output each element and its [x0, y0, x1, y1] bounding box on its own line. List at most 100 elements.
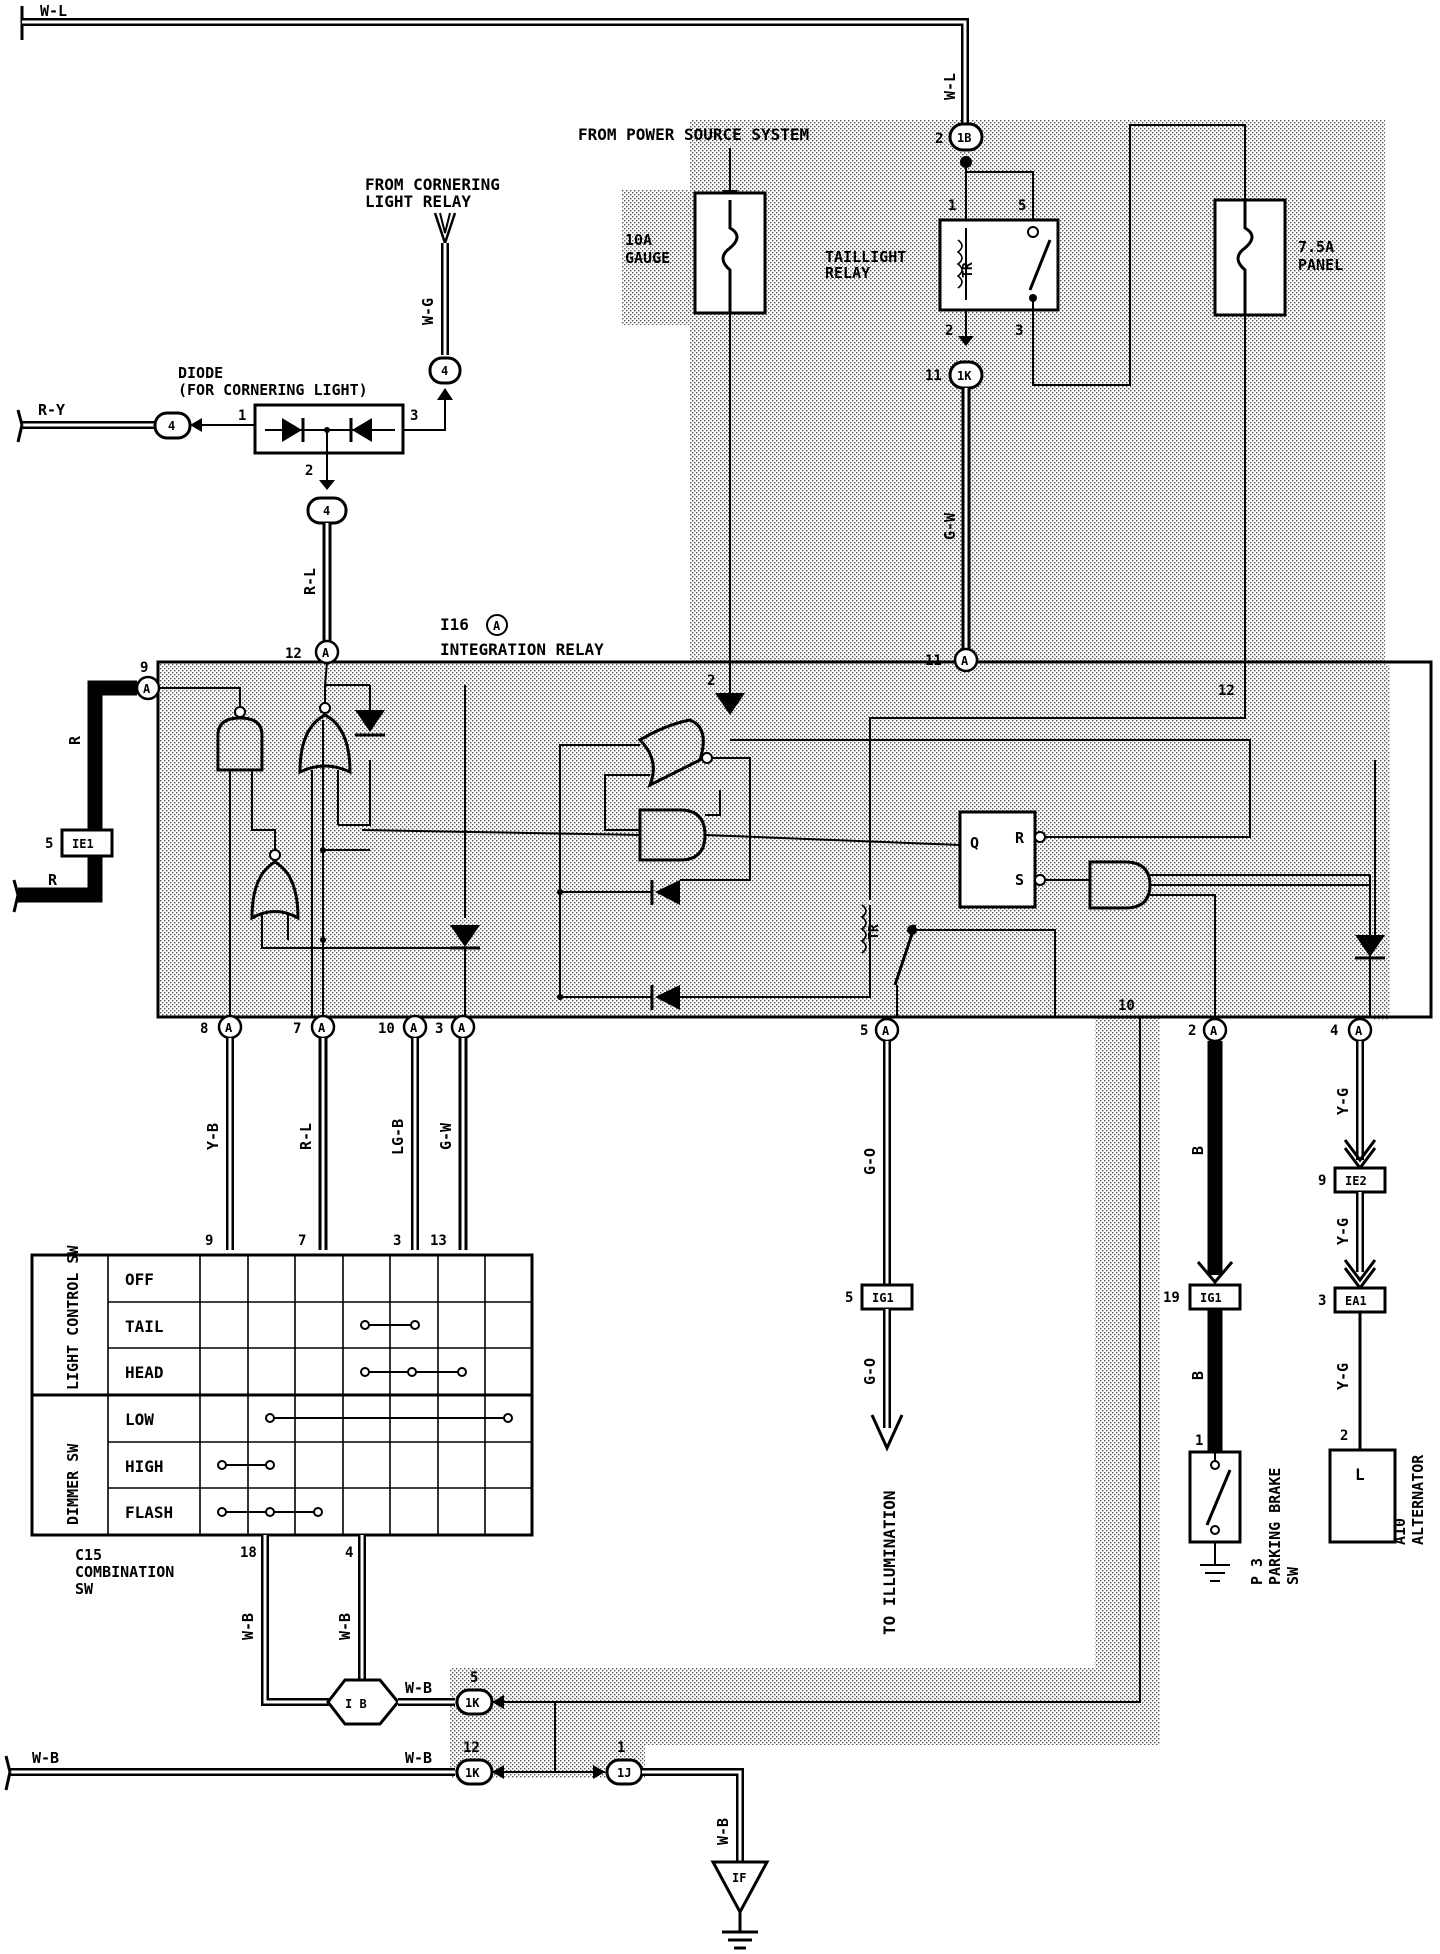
- wire-label-yb: Y-B: [204, 1123, 222, 1150]
- table-row-off: OFF: [125, 1270, 154, 1289]
- svg-text:A: A: [318, 1021, 326, 1035]
- coil-label: TR: [961, 262, 976, 278]
- taillight-relay: [938, 124, 1246, 386]
- pin-3: 3: [435, 1021, 443, 1037]
- relay-top-connectors: A A A: [135, 639, 979, 701]
- svg-text:1J: 1J: [617, 1766, 631, 1780]
- wire-label-ry: R-Y: [38, 401, 65, 419]
- table-row-high: HIGH: [125, 1457, 164, 1476]
- taillight-relay-label-2: RELAY: [825, 264, 870, 282]
- pin-11-a: 11: [925, 653, 942, 669]
- diode-cornering: [253, 403, 405, 490]
- svg-text:1K: 1K: [465, 1766, 480, 1780]
- pin-9: 9: [140, 660, 148, 676]
- pin-12-top: 12: [285, 646, 302, 662]
- connector-1b: 1B: [948, 122, 984, 168]
- svg-text:4: 4: [168, 419, 175, 433]
- from-power-label: FROM POWER SOURCE SYSTEM: [578, 125, 809, 144]
- pin-relay-1: 1: [948, 198, 956, 214]
- relay-id-connector: A: [493, 619, 501, 633]
- wire-label-wg: W-G: [419, 298, 437, 325]
- fuse-gauge-label-1: 10A: [625, 231, 652, 249]
- parking-brake-wire: IG1: [1188, 1041, 1242, 1582]
- pin-2-top: 2: [935, 131, 943, 147]
- svg-text:1B: 1B: [957, 131, 971, 145]
- svg-text:IE1: IE1: [72, 837, 94, 851]
- ct-pin-3: 3: [393, 1233, 401, 1249]
- alt-terminal-l: L: [1355, 1465, 1365, 1484]
- pin-1-pb: 1: [1195, 1433, 1203, 1449]
- svg-text:A: A: [1210, 1024, 1218, 1038]
- svg-text:IG1: IG1: [872, 1291, 894, 1305]
- diode-label-1: DIODE: [178, 364, 223, 382]
- ry-wire: 4: [16, 409, 255, 443]
- table-row-low: LOW: [125, 1410, 154, 1429]
- table-group-dimmer: DIMMER SW: [64, 1443, 82, 1525]
- pin-diode-1: 1: [238, 408, 246, 424]
- svg-text:A: A: [458, 1021, 466, 1035]
- pin-2-alt: 2: [1340, 1428, 1348, 1444]
- fuse-gauge-label-2: GAUGE: [625, 249, 670, 267]
- pin-12-k: 12: [463, 1740, 480, 1756]
- wire-label-b-1: B: [1189, 1146, 1207, 1155]
- pin-5-ig1: 5: [845, 1290, 853, 1306]
- connector-if: IF: [732, 1871, 746, 1885]
- ct-pin-9: 9: [205, 1233, 213, 1249]
- wire-label-wb-1: W-B: [239, 1613, 257, 1640]
- ct-pin-13: 13: [430, 1233, 447, 1249]
- fuse-gauge: [693, 148, 767, 715]
- pin-19: 19: [1163, 1290, 1180, 1306]
- pin-relay-2: 2: [945, 323, 953, 339]
- pbrake-label-2: PARKING BRAKE: [1266, 1468, 1284, 1585]
- svg-text:A: A: [322, 646, 330, 660]
- pin-3-ea1: 3: [1318, 1293, 1326, 1309]
- relay-id: I16: [440, 615, 469, 634]
- wire-label-rl: R-L: [297, 1123, 315, 1150]
- wire-label-wl-right: W-L: [941, 73, 959, 100]
- diode-label-2: (FOR CORNERING LIGHT): [178, 381, 368, 399]
- wire-label-wb-2: W-B: [336, 1613, 354, 1640]
- combo-label-1: C15: [75, 1546, 102, 1564]
- svg-text:A: A: [882, 1024, 890, 1038]
- svg-text:A: A: [410, 1021, 418, 1035]
- pbrake-label-3: SW: [1284, 1566, 1302, 1585]
- from-cornering-label-2: LIGHT RELAY: [365, 192, 471, 211]
- pin-9-ie2: 9: [1318, 1173, 1326, 1189]
- svg-text:EA1: EA1: [1345, 1294, 1367, 1308]
- wire-label-wb-4: W-B: [32, 1749, 59, 1767]
- taillight-relay-label-1: TAILLIGHT: [825, 248, 906, 266]
- from-cornering-label-1: FROM CORNERING: [365, 175, 500, 194]
- wire-label-r-left-2: R: [48, 871, 58, 889]
- wire-label-rl-top: R-L: [301, 568, 319, 595]
- pin-2-a: 2: [1188, 1023, 1196, 1039]
- wire-label-lgb: LG-B: [389, 1119, 407, 1155]
- svg-text:4: 4: [323, 504, 330, 518]
- pin-12-inside: 12: [1218, 683, 1235, 699]
- combo-ground-wires: [261, 1535, 455, 1726]
- wire-label-r-left: R: [66, 735, 84, 745]
- ff-s: S: [1015, 871, 1024, 889]
- pin-diode-2: 2: [305, 463, 313, 479]
- alt-label-1: A10: [1391, 1518, 1409, 1545]
- pin-2-inside: 2: [707, 673, 715, 689]
- relay-logic: [160, 662, 1385, 1017]
- r-wire-left: IE1: [12, 680, 137, 913]
- svg-text:A: A: [1355, 1024, 1363, 1038]
- pin-4-a: 4: [1330, 1023, 1338, 1039]
- wire-label-b-2: B: [1189, 1371, 1207, 1380]
- pin-5-k: 5: [470, 1670, 478, 1686]
- connector-4-lower: 4: [306, 496, 348, 650]
- table-row-flash: FLASH: [125, 1503, 173, 1522]
- fuse-panel-label-1: 7.5A: [1298, 238, 1334, 256]
- wire-label-gw-top: G-W: [941, 512, 959, 540]
- fuse-panel: [869, 198, 1287, 900]
- connector-1k-ground: 1K: [455, 1017, 1141, 1772]
- top-wire-run: [20, 6, 969, 132]
- ct-pin-18: 18: [240, 1545, 257, 1561]
- combo-label-2: COMBINATION: [75, 1563, 174, 1581]
- combination-switch-table: [30, 1253, 534, 1537]
- pbrake-label-1: P 3: [1248, 1558, 1266, 1585]
- pin-relay-3: 3: [1015, 323, 1023, 339]
- svg-text:A: A: [961, 654, 969, 668]
